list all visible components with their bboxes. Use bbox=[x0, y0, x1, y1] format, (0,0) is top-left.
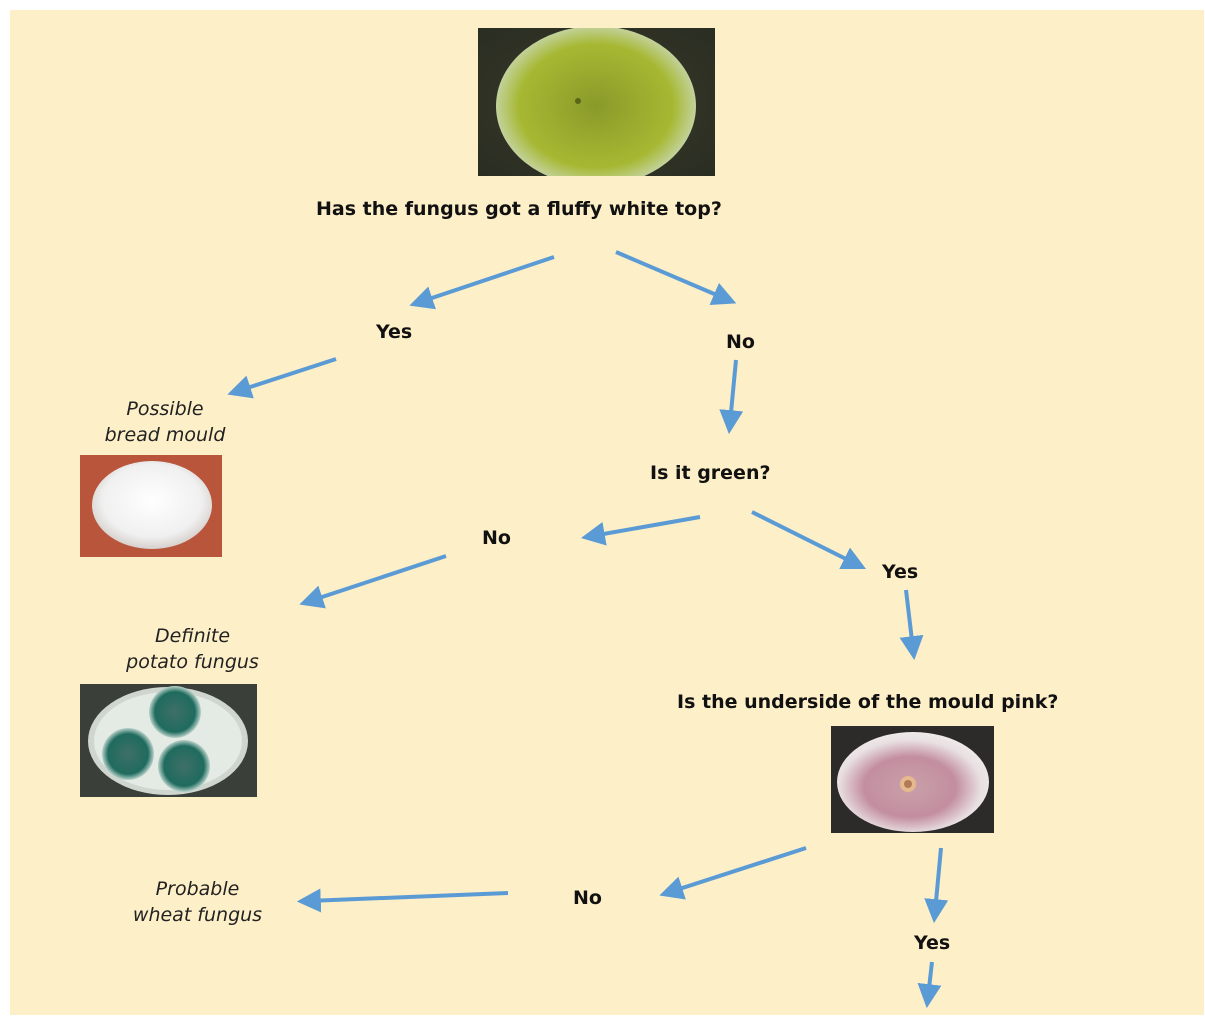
arrow-pink-to-yes bbox=[935, 848, 941, 912]
arrow-green-to-no bbox=[592, 517, 700, 536]
arrow-q1-to-yes bbox=[420, 257, 554, 302]
arrow-green-to-yes bbox=[752, 512, 856, 564]
arrow-yes-to-bread bbox=[238, 359, 336, 391]
arrow-q1-to-no bbox=[616, 252, 726, 299]
arrow-yes-to-pink bbox=[906, 590, 913, 649]
arrow-no-to-wheat bbox=[308, 893, 508, 901]
arrow-no-to-green bbox=[730, 360, 736, 423]
arrow-no-to-potato bbox=[310, 556, 446, 601]
arrow-pink-to-no bbox=[670, 848, 806, 892]
arrow-yes-continue bbox=[928, 962, 932, 997]
